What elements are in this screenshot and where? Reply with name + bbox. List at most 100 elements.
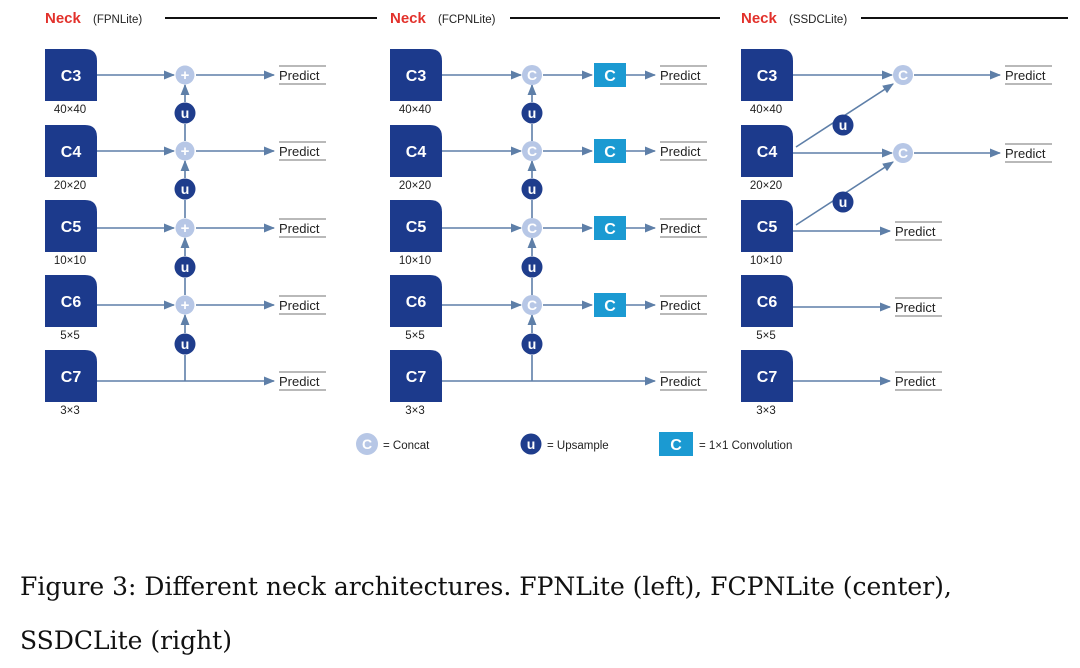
concat-symbol: C [362,436,372,452]
concat-symbol: C [527,67,537,83]
concat-node-icon [522,141,542,161]
conv-symbol: C [604,68,616,85]
predict-label: Predict [660,298,701,313]
predict-label: Predict [1005,68,1046,83]
panel-subtitle: (FPNLite) [93,14,142,26]
legend-upsample-text: = Upsample [547,440,609,452]
upsample-symbol: u [181,259,190,275]
upsample-symbol: u [528,259,537,275]
feature-block-label: C7 [406,369,427,386]
upsample-node-icon [832,191,854,213]
legend-conv-box [659,432,693,456]
upsample-symbol: u [181,105,190,121]
add-node-icon [175,65,195,85]
upsample-symbol: u [839,117,848,133]
concat-symbol: C [527,143,537,159]
predict-label: Predict [895,300,936,315]
feature-size-label: 20×20 [750,180,782,192]
concat-symbol: C [898,67,908,83]
panel-title: Neck [390,10,427,27]
legend-conv-symbol: C [670,437,682,454]
conv-1x1-box [594,63,626,87]
upsample-node-icon [174,178,196,200]
add-symbol: + [181,297,190,314]
feature-size-label: 40×40 [750,104,782,116]
feature-block-label: C3 [757,68,778,85]
upsample-node-icon [521,256,543,278]
diagram-canvas: Neck(FPNLite)C340×40C420×20C510×10C65×5C… [45,10,1068,456]
feature-block [741,350,793,402]
feature-block [390,350,442,402]
upsample-node-icon [521,333,543,355]
feature-block-label: C3 [406,68,427,85]
feature-block [45,49,97,101]
conv-1x1-box [594,139,626,163]
upsample-symbol: u [528,105,537,121]
panel-title: Neck [45,10,82,27]
predict-label: Predict [660,221,701,236]
add-symbol: + [181,143,190,160]
upsample-node-icon [174,333,196,355]
feature-block [741,49,793,101]
add-node-icon [175,218,195,238]
upsample-symbol: u [839,194,848,210]
feature-block [390,49,442,101]
predict-label: Predict [895,224,936,239]
concat-node-icon [893,65,913,85]
feature-block [45,125,97,177]
feature-size-label: 3×3 [60,405,80,417]
conv-1x1-box [594,216,626,240]
feature-size-label: 10×10 [750,255,782,267]
predict-label: Predict [660,144,701,159]
concat-symbol: C [527,297,537,313]
feature-block-label: C4 [61,144,82,161]
feature-block-label: C7 [757,369,778,386]
feature-block [45,275,97,327]
concat-symbol: C [527,220,537,236]
conv-symbol: C [604,298,616,315]
predict-label: Predict [279,374,320,389]
predict-label: Predict [660,68,701,83]
feature-size-label: 20×20 [54,180,86,192]
upsample-symbol: u [527,436,536,452]
predict-label: Predict [660,374,701,389]
feature-size-label: 5×5 [756,330,776,342]
feature-block [45,350,97,402]
feature-block-label: C3 [61,68,82,85]
feature-block [390,275,442,327]
feature-block [741,275,793,327]
add-symbol: + [181,67,190,84]
feature-size-label: 10×10 [399,255,431,267]
predict-label: Predict [1005,146,1046,161]
add-symbol: + [181,220,190,237]
predict-label: Predict [279,221,320,236]
upsample-symbol: u [181,336,190,352]
upsample-node-icon [832,114,854,136]
concat-symbol: C [898,145,908,161]
feature-size-label: 40×40 [54,104,86,116]
feature-size-label: 5×5 [405,330,425,342]
panel-subtitle: (SSDCLite) [789,14,847,26]
concat-node-icon [522,295,542,315]
feature-block [390,200,442,252]
feature-size-label: 20×20 [399,180,431,192]
feature-block [390,125,442,177]
feature-block [741,200,793,252]
upsample-node-icon [520,433,542,455]
feature-block [741,125,793,177]
feature-block [45,200,97,252]
conv-1x1-box [594,293,626,317]
feature-block-label: C6 [757,294,778,311]
upsample-symbol: u [528,336,537,352]
conv-symbol: C [604,221,616,238]
concat-node-icon [522,65,542,85]
feature-size-label: 10×10 [54,255,86,267]
feature-size-label: 3×3 [756,405,776,417]
predict-label: Predict [279,68,320,83]
feature-size-label: 40×40 [399,104,431,116]
add-node-icon [175,295,195,315]
predict-label: Predict [279,298,320,313]
feature-block-label: C4 [757,144,778,161]
predict-label: Predict [895,374,936,389]
